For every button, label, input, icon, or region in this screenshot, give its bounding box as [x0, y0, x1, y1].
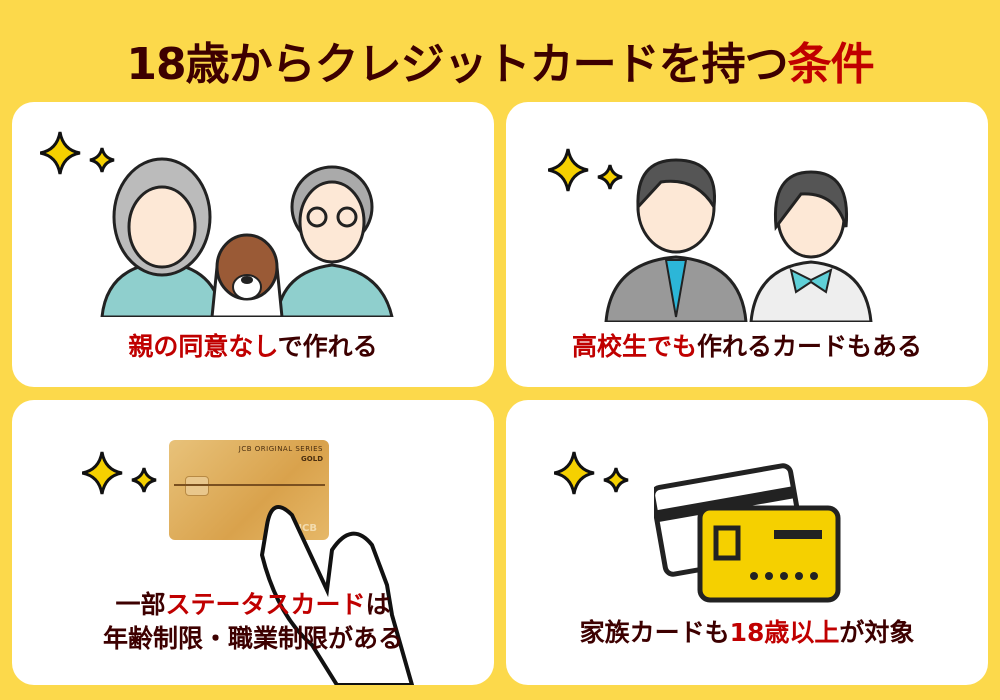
sparkle-icon	[548, 148, 623, 192]
caption-highlight: 親の同意なし	[128, 332, 278, 361]
title-main: 18歳からクレジットカードを持つ	[126, 39, 788, 90]
card-status-card: JCB ORIGINAL SERIES GOLD JCB 一部ステータスカードは…	[12, 400, 494, 685]
caption-text: 一部	[115, 590, 166, 619]
title-highlight: 条件	[787, 39, 875, 90]
elderly-couple-with-dog-illustration	[100, 157, 394, 317]
card-family-card: 家族カードも18歳以上が対象	[506, 400, 988, 685]
credit-cards-icon	[654, 463, 841, 603]
caption-text: で作れる	[277, 332, 378, 361]
sparkle-icon	[554, 451, 629, 495]
caption-highlight: 18歳以上	[729, 618, 840, 647]
caption-text: 家族カードも	[579, 618, 730, 647]
hand-icon	[259, 505, 415, 685]
caption-text: は	[365, 590, 391, 619]
magnetic-line	[174, 484, 325, 486]
caption-line-1: 一部ステータスカードは	[12, 588, 494, 622]
caption-line-2: 年齢制限・職業制限がある	[102, 624, 403, 653]
sparkle-icon	[82, 451, 157, 495]
card-series: JCB ORIGINAL SERIES	[238, 445, 323, 453]
caption-text: 作れるカードもある	[697, 332, 923, 361]
card-grade: GOLD	[301, 455, 323, 463]
page-title: 18歳からクレジットカードを持つ条件	[0, 28, 1000, 92]
caption-highlight: ステータスカード	[165, 590, 366, 619]
card-high-school: 高校生でも作れるカードもある	[506, 102, 988, 387]
caption: 親の同意なしで作れる	[12, 330, 494, 364]
chip-icon	[185, 476, 209, 496]
card-parental-consent: 親の同意なしで作れる	[12, 102, 494, 387]
high-school-students-illustration	[604, 158, 873, 322]
caption: 家族カードも18歳以上が対象	[506, 616, 988, 650]
card-brand: JCB	[298, 523, 317, 534]
caption: 一部ステータスカードは 年齢制限・職業制限がある	[12, 588, 494, 656]
gold-card: JCB ORIGINAL SERIES GOLD JCB	[169, 440, 329, 540]
sparkle-icon	[40, 131, 115, 175]
caption: 高校生でも作れるカードもある	[506, 330, 988, 364]
caption-highlight: 高校生でも	[571, 332, 697, 361]
caption-text: が対象	[839, 618, 915, 647]
